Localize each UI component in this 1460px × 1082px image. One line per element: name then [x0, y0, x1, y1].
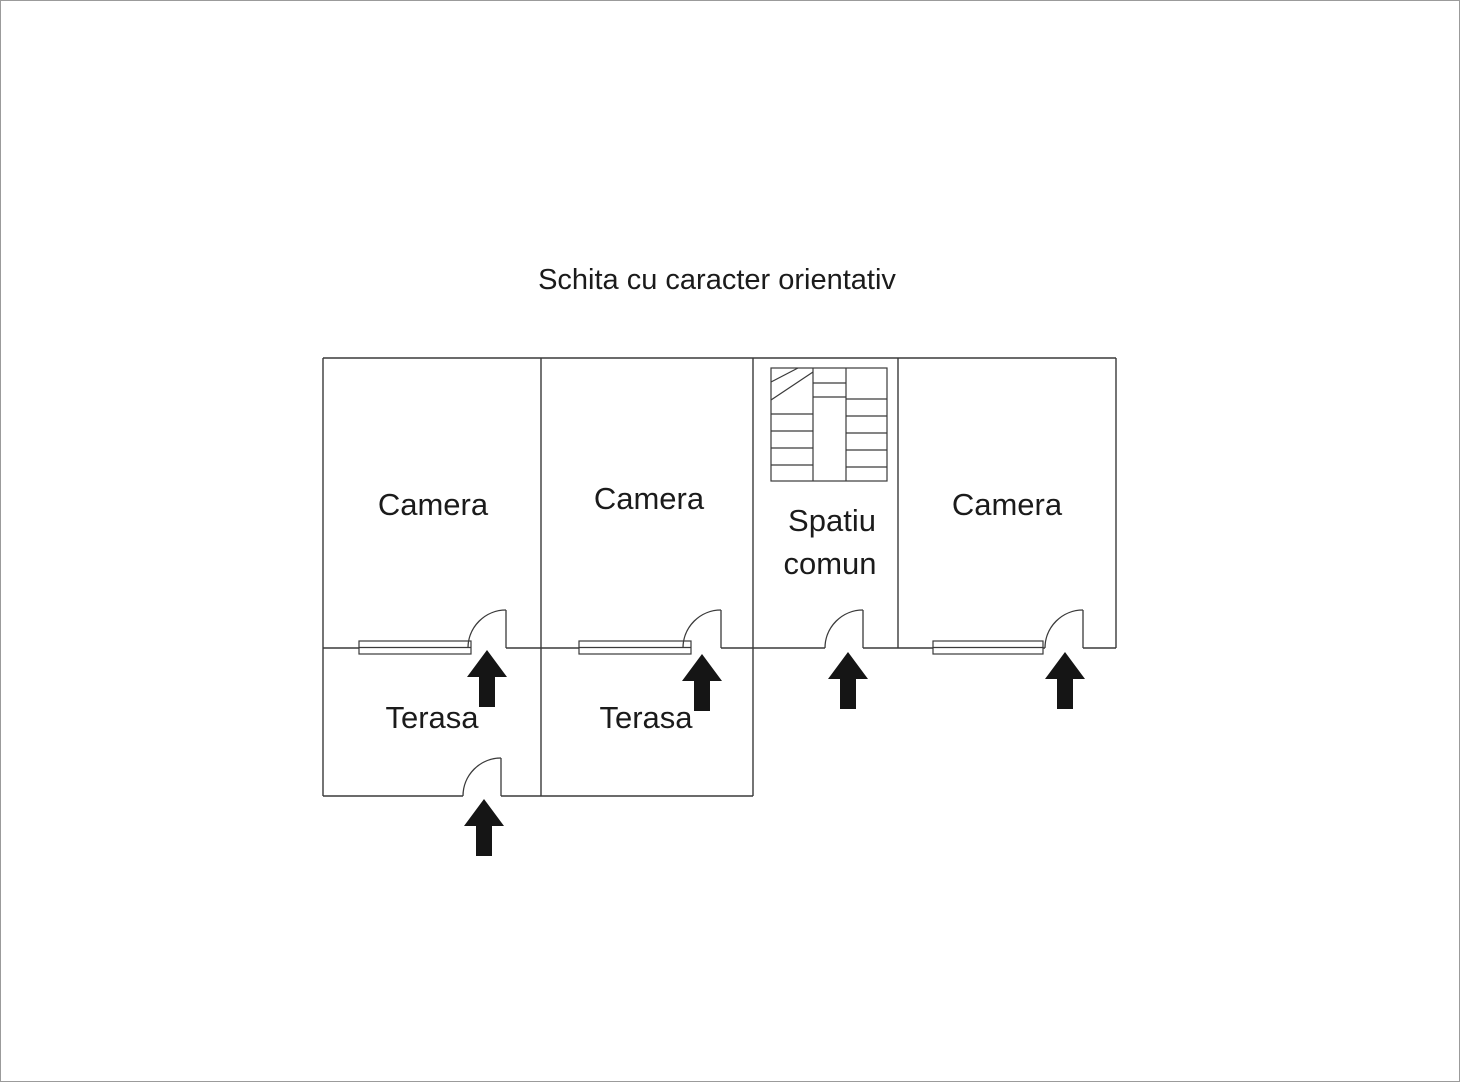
windows	[358, 640, 1044, 655]
window-symbol-1	[358, 640, 472, 655]
entrance-arrow-icon-room-3	[1045, 652, 1085, 709]
window-symbol-2	[578, 640, 692, 655]
door-swing-icon-spatiu-comun	[824, 609, 864, 649]
window-symbol-3	[932, 640, 1044, 655]
entrance-arrow-icon-terrace	[464, 799, 504, 856]
staircase-symbol	[770, 367, 888, 482]
room-label-terasa-2: Terasa	[599, 700, 693, 735]
room-label-spatiu-comun-line2: comun	[783, 546, 876, 581]
entrance-arrow-icon-spatiu-comun	[828, 652, 868, 709]
room-label-camera-2: Camera	[594, 481, 705, 516]
room-label-terasa-1: Terasa	[385, 700, 479, 735]
room-label-spatiu-comun-line1: Spatiu	[788, 503, 876, 538]
door-swing-icon-room-3	[1044, 609, 1084, 649]
walls	[322, 357, 1117, 797]
door-swing-icon-terrace	[462, 757, 502, 797]
doors	[462, 609, 1084, 797]
entrance-arrow-icon-room-1	[467, 650, 507, 707]
page-title: Schita cu caracter orientativ	[538, 264, 896, 296]
room-label-camera-1: Camera	[378, 487, 489, 522]
door-swing-icon-room-1	[467, 609, 507, 649]
room-labels: Camera Camera Spatiu comun Camera Terasa…	[378, 481, 1063, 735]
room-label-camera-3: Camera	[952, 487, 1063, 522]
door-swing-icon-room-2	[682, 609, 722, 649]
entrance-arrows	[464, 650, 1085, 856]
entrance-arrow-icon-room-2	[682, 654, 722, 711]
